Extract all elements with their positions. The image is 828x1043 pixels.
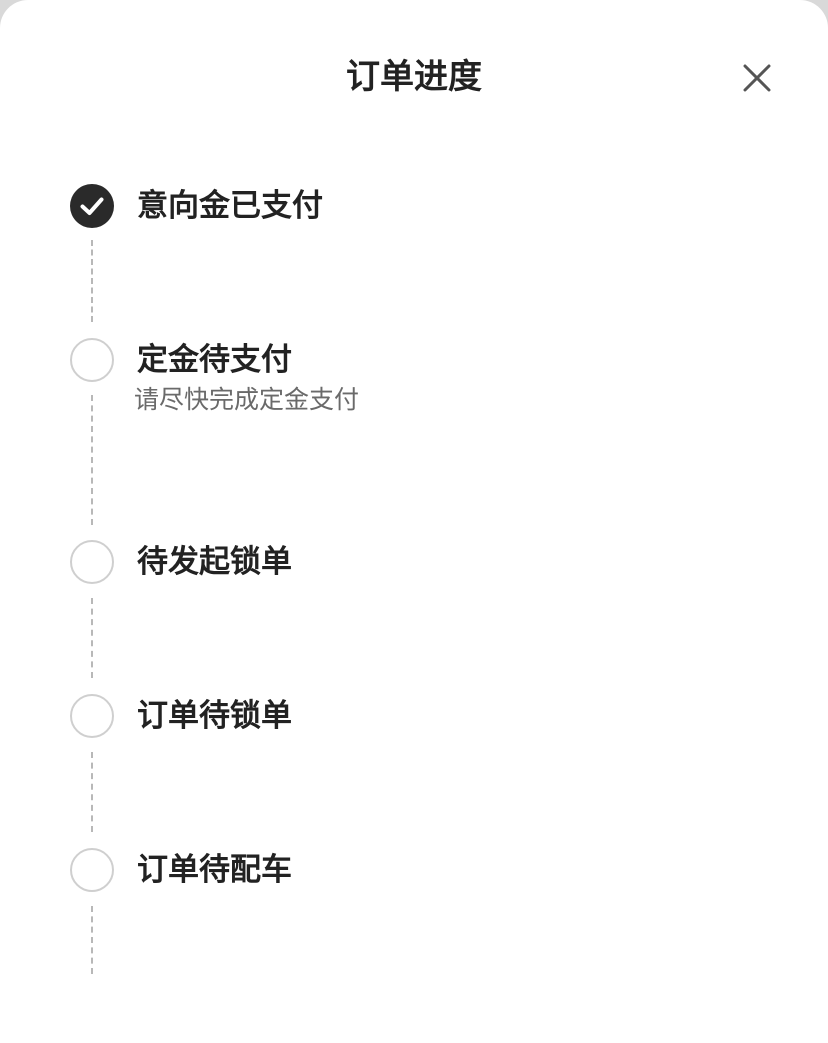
step-description: 请尽快完成定金支付 (134, 385, 360, 414)
step-title: 定金待支付 (137, 342, 292, 378)
step-title: 待发起锁单 (137, 544, 292, 580)
step-connector (91, 395, 93, 525)
step-connector (91, 752, 93, 832)
step-connector (91, 906, 93, 974)
step-title: 订单待配车 (137, 852, 292, 888)
step-pending-circle-icon (70, 848, 114, 892)
step-connector (91, 598, 93, 678)
step-pending-circle-icon (70, 540, 114, 584)
step-title: 订单待锁单 (137, 698, 292, 734)
check-icon (80, 197, 104, 215)
step-pending-circle-icon (70, 338, 114, 382)
close-button[interactable] (734, 56, 780, 102)
step-pending-circle-icon (70, 694, 114, 738)
step-title: 意向金已支付 (137, 188, 323, 224)
step-connector (91, 240, 93, 322)
close-icon (743, 64, 771, 92)
sheet-title: 订单进度 (346, 57, 482, 97)
step-done-indicator (70, 184, 114, 228)
